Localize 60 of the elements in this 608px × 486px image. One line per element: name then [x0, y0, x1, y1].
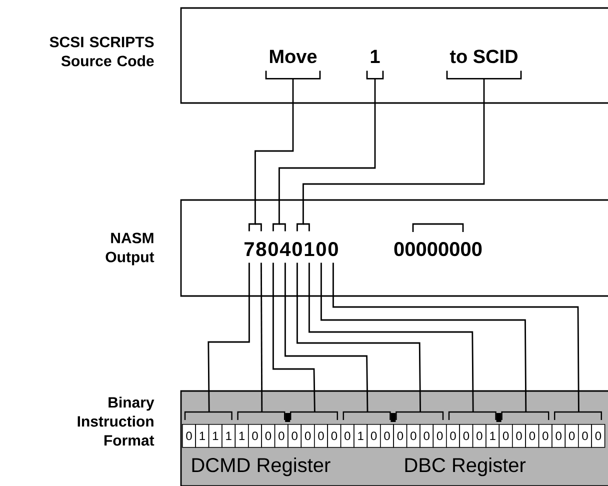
hex-digit: 1: [304, 242, 314, 256]
bit-cell: 0: [472, 424, 486, 448]
bit-cell: 1: [486, 424, 500, 448]
hex-digit: 0: [328, 242, 338, 256]
bit-cell: 1: [354, 424, 368, 448]
register-label: DBC Register: [405, 458, 526, 476]
bit-cell: 0: [538, 424, 552, 448]
source-token: 1: [370, 50, 380, 63]
hex-digit: 8: [256, 242, 266, 256]
hex-digit: 0: [292, 242, 302, 256]
hex-digit: 4: [280, 242, 291, 256]
bit-cell: 0: [525, 424, 540, 448]
bit-cell: 1: [195, 424, 210, 448]
bit-cell: 0: [340, 424, 354, 448]
bit-cell: 0: [432, 424, 447, 448]
hex-digit: 0: [316, 242, 326, 256]
register-label: DCMD Register: [192, 458, 330, 476]
source-token: Move: [270, 50, 317, 64]
bit-cell: 0: [248, 424, 262, 448]
bit-cell: 0: [182, 424, 196, 448]
bit-cell: 0: [552, 424, 566, 448]
bit-cell: 1: [234, 424, 249, 448]
bit-cell: 1: [222, 424, 236, 448]
source-token: to SCID: [450, 50, 518, 64]
connector: [272, 262, 316, 412]
hex-value: 00000000: [394, 242, 482, 256]
bit-cell: 1: [208, 424, 222, 448]
hex-digit: 7: [244, 242, 254, 256]
bit-cell: 0: [380, 424, 394, 448]
connector: [284, 262, 368, 412]
bit-cell: 0: [591, 424, 606, 448]
bit-cell: 0: [578, 424, 592, 448]
row-heading: SCSI SCRIPTS Source Code: [50, 36, 154, 66]
bit-cell: 0: [446, 424, 460, 448]
bit-cell: 0: [420, 424, 434, 448]
connector: [272, 70, 384, 232]
connector: [296, 262, 421, 412]
bit-cell: 0: [512, 424, 526, 448]
bit-cell: 0: [459, 424, 474, 448]
hex-digit: 0: [268, 242, 278, 256]
connector: [296, 70, 522, 232]
bit-cell: 0: [261, 424, 276, 448]
row-heading: Binary Instruction Format: [78, 396, 154, 446]
bit-cell: 0: [300, 424, 315, 448]
bit-cell: 0: [314, 424, 328, 448]
row-heading: NASM Output: [106, 232, 154, 266]
bit-cell: 0: [366, 424, 381, 448]
bit-cell: 0: [393, 424, 408, 448]
bit-cell: 0: [327, 424, 342, 448]
connector: [320, 262, 527, 412]
bit-cell: 0: [498, 424, 513, 448]
connector: [260, 262, 263, 412]
connector: [248, 70, 321, 232]
bit-cell: 0: [274, 424, 288, 448]
bit-cell: 0: [406, 424, 420, 448]
bit-cell: 0: [288, 424, 302, 448]
connector: [208, 262, 250, 412]
bit-cell: 0: [564, 424, 579, 448]
connector: [308, 262, 474, 412]
connector: [332, 262, 580, 412]
